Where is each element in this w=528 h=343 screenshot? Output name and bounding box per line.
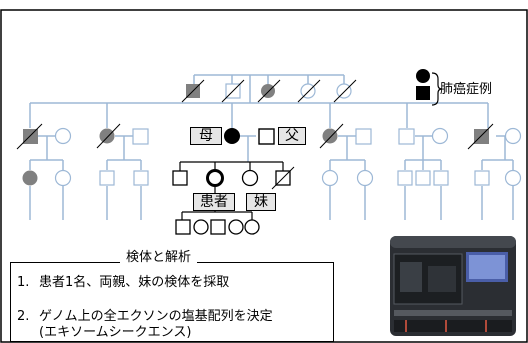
proband-symbol	[206, 169, 224, 187]
generation-3-lines	[29, 159, 514, 220]
method-title: 検体と解析	[120, 246, 198, 265]
method-box: 1. 患者1名、両親、妹の検体を採取 2. ゲノム上の全エクソンの塩基配列を決定 (…	[10, 262, 334, 342]
step-1-number: 1.	[17, 275, 30, 290]
father-tag: 父	[278, 127, 306, 145]
generation-4	[175, 219, 260, 235]
step-1: 1. 患者1名、両親、妹の検体を採取	[17, 271, 229, 290]
legend-symbols	[416, 69, 443, 106]
generation-1	[181, 79, 357, 103]
step-2-note: (エキソームシークエンス)	[39, 321, 192, 340]
step-2-note-text: (エキソームシークエンス)	[39, 325, 192, 340]
generation-1-lines	[29, 74, 489, 128]
step-2-number: 2.	[17, 309, 30, 324]
mother-tag: 母	[190, 127, 222, 145]
step-2-text: ゲノム上の全エクソンの塩基配列を決定	[39, 309, 273, 324]
patient-tag: 患者	[193, 193, 235, 211]
generation-2-lines	[38, 135, 513, 162]
generation-3	[22, 166, 522, 190]
sister-tag: 妹	[246, 193, 276, 211]
step-2: 2. ゲノム上の全エクソンの塩基配列を決定	[17, 305, 273, 324]
step-1-text: 患者1名、両親、妹の検体を採取	[39, 275, 230, 290]
sequencer-machine-image	[390, 236, 516, 336]
outer-frame	[0, 9, 528, 343]
legend-label: 肺癌症例	[440, 82, 493, 97]
nuclear-family-lines	[179, 161, 284, 171]
generation-2	[16, 123, 522, 150]
